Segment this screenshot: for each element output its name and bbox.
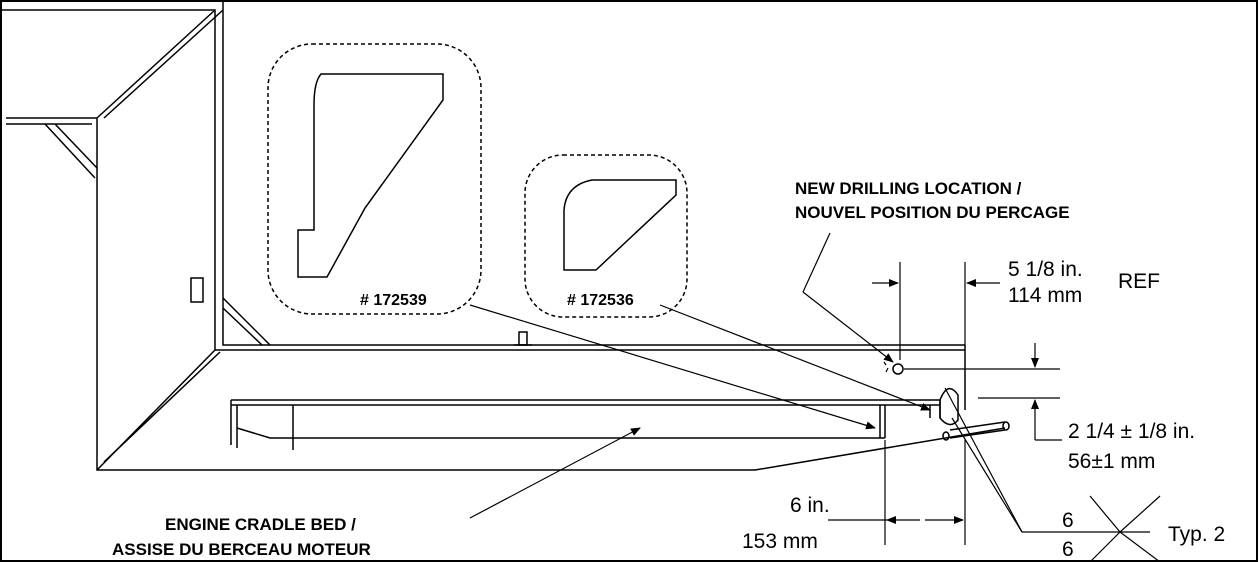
detail-callout-172536: # 172536 xyxy=(524,154,688,318)
dim-vertical-in: 2 1/4 ± 1/8 in. xyxy=(1068,420,1195,443)
weld-size-bottom: 6 xyxy=(1062,538,1074,561)
cradle-label-fr: ASSISE DU BERCEAU MOTEUR xyxy=(112,540,371,559)
dim-bottom xyxy=(828,440,966,545)
gusset-shape-a xyxy=(297,73,444,278)
dim-vertical-mm: 56±1 mm xyxy=(1068,450,1155,473)
drilling-label-en: NEW DRILLING LOCATION / xyxy=(795,179,1022,198)
gusset-shape-b xyxy=(563,179,677,271)
cradle-bed xyxy=(230,387,1010,450)
frame-structure xyxy=(1,1,1006,471)
dim-ref-label: REF xyxy=(1118,270,1160,293)
weld-note: Typ. 2 xyxy=(1168,523,1225,546)
leader-lines xyxy=(469,232,931,519)
drilling-label-fr: NOUVEL POSITION DU PERCAGE xyxy=(795,203,1070,222)
weld-size-top: 6 xyxy=(1062,509,1074,532)
drill-hole-mark xyxy=(883,361,887,366)
dim-horizontal-mm: 114 mm xyxy=(1008,284,1082,307)
cradle-label-en: ENGINE CRADLE BED / xyxy=(165,515,356,534)
part-number-172536: # 172536 xyxy=(567,292,634,309)
detail-callout-172539: # 172539 xyxy=(267,43,482,315)
dim-bottom-in: 6 in. xyxy=(790,494,830,517)
dim-horizontal-ref xyxy=(872,262,1000,360)
dim-bottom-mm: 153 mm xyxy=(742,530,818,553)
drill-hole-mark xyxy=(885,367,889,373)
weld-symbol xyxy=(944,387,1161,562)
dim-vertical xyxy=(904,343,1062,441)
drill-hole xyxy=(892,363,904,375)
dim-horizontal-in: 5 1/8 in. xyxy=(1008,258,1083,281)
part-number-172539: # 172539 xyxy=(360,292,427,309)
